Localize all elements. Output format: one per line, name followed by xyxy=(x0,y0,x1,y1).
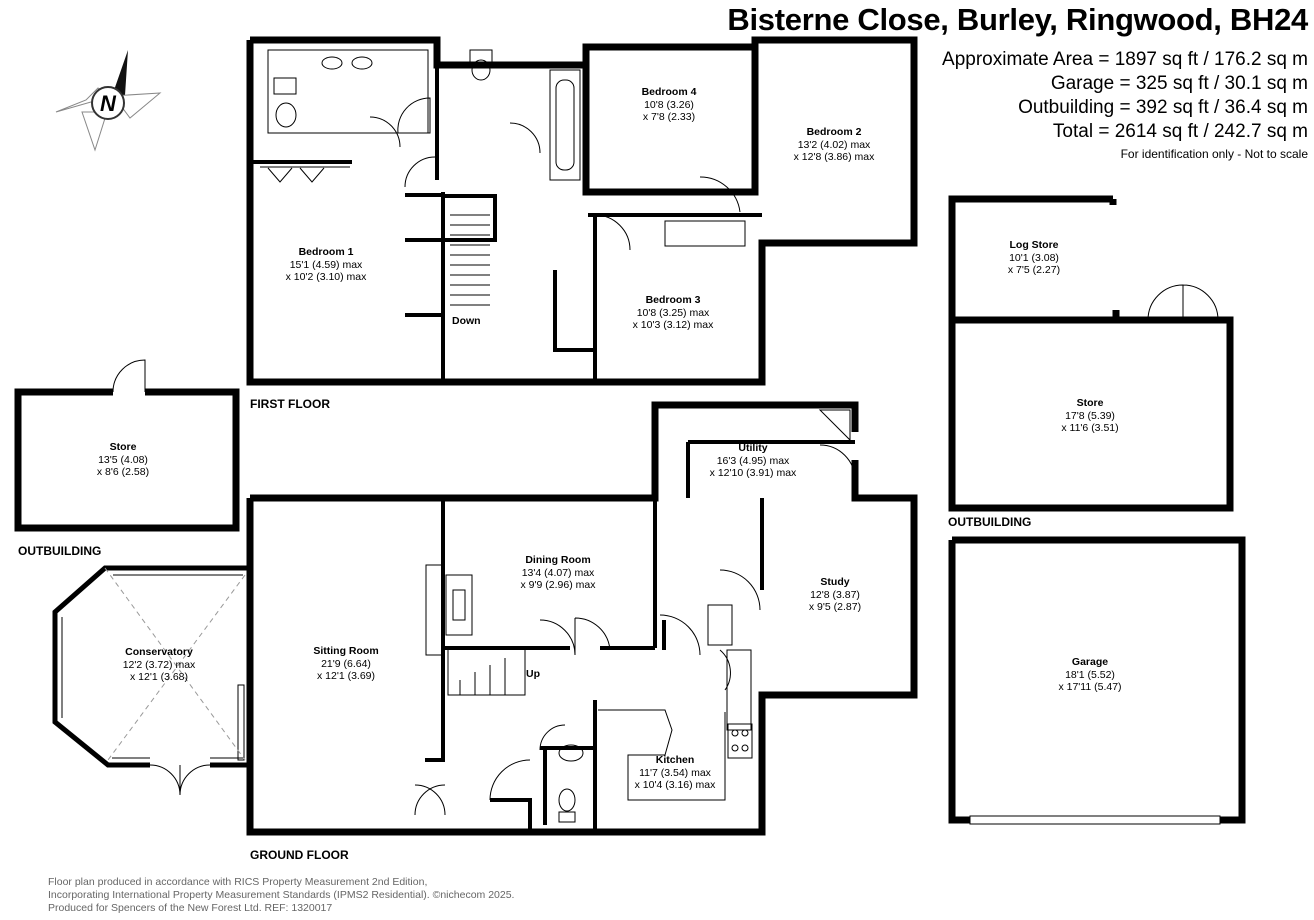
ground-floor-windows xyxy=(247,495,917,835)
footer-line-2: Incorporating International Property Mea… xyxy=(48,889,515,901)
scale-note: For identification only - Not to scale xyxy=(1120,147,1308,161)
utility-dim2: x 12'10 (3.91) max xyxy=(710,467,797,479)
store-left-name: Store xyxy=(110,441,137,453)
right-store-walls xyxy=(948,310,1234,512)
bedroom3-dim2: x 10'3 (3.12) max xyxy=(633,319,715,331)
store-right-dim1: 17'8 (5.39) xyxy=(1065,410,1115,422)
ground-floor-doors xyxy=(414,444,856,816)
bedroom1-dim2: x 10'2 (3.10) max xyxy=(286,271,368,283)
stairs-down-label: Down xyxy=(452,315,481,327)
logstore-dim2: x 7'5 (2.27) xyxy=(1008,264,1060,276)
stairs-up-label: Up xyxy=(526,668,540,680)
garage-dim1: 18'1 (5.52) xyxy=(1065,669,1115,681)
utility-name: Utility xyxy=(738,442,767,454)
bathroom-fittings xyxy=(260,49,746,320)
ground-floor-fittings xyxy=(425,409,851,823)
dining-dim2: x 9'9 (2.96) max xyxy=(521,579,597,591)
bedroom4-name: Bedroom 4 xyxy=(642,86,697,98)
store-right-name: Store xyxy=(1077,397,1104,409)
outbuilding-right-label: OUTBUILDING xyxy=(948,515,1031,529)
kitchen-dim2: x 10'4 (3.16) max xyxy=(635,779,717,791)
sitting-name: Sitting Room xyxy=(313,645,378,657)
kitchen-dim1: 11'7 (3.54) max xyxy=(639,767,712,779)
ground-floor-inner-walls xyxy=(425,440,855,832)
first-floor-label: FIRST FLOOR xyxy=(250,397,330,411)
garage-walls xyxy=(948,536,1246,824)
logstore-dim1: 10'1 (3.08) xyxy=(1009,252,1059,264)
study-dim2: x 9'5 (2.87) xyxy=(809,601,861,613)
bedroom4-dim1: 10'8 (3.26) xyxy=(644,99,694,111)
conservatory-name: Conservatory xyxy=(125,646,193,658)
garage-name: Garage xyxy=(1072,656,1108,668)
sitting-dim2: x 12'1 (3.69) xyxy=(317,670,375,682)
footer-line-1: Floor plan produced in accordance with R… xyxy=(48,876,428,888)
first-floor-walls xyxy=(246,36,918,386)
conservatory-dim1: 12'2 (3.72) max xyxy=(123,659,196,671)
bedroom3-name: Bedroom 3 xyxy=(646,294,701,306)
conservatory-dim2: x 12'1 (3.68) xyxy=(130,671,188,683)
utility-dim1: 16'3 (4.95) max xyxy=(717,455,790,467)
bedroom2-name: Bedroom 2 xyxy=(807,126,862,138)
kitchen-name: Kitchen xyxy=(656,754,695,766)
store-left-dim1: 13'5 (4.08) xyxy=(98,454,148,466)
log-store-walls xyxy=(948,195,1230,324)
footer-line-3: Produced for Spencers of the New Forest … xyxy=(48,902,333,914)
dining-name: Dining Room xyxy=(525,554,590,566)
logstore-name: Log Store xyxy=(1010,239,1059,251)
bedroom4-dim2: x 7'8 (2.33) xyxy=(643,111,695,123)
outbuilding-area: Outbuilding = 392 sq ft / 36.4 sq m xyxy=(1018,97,1308,118)
ground-floor-label: GROUND FLOOR xyxy=(250,848,349,862)
dining-dim1: 13'4 (4.07) max xyxy=(522,567,595,579)
left-store-walls xyxy=(14,388,240,532)
garage-dim2: x 17'11 (5.47) xyxy=(1058,681,1121,693)
compass-letter: N xyxy=(100,91,117,116)
page-title: Bisterne Close, Burley, Ringwood, BH24 xyxy=(727,2,1308,37)
sitting-dim1: 21'9 (6.64) xyxy=(321,658,371,670)
bedroom2-dim2: x 12'8 (3.86) max xyxy=(794,151,876,163)
study-dim1: 12'8 (3.87) xyxy=(810,589,860,601)
store-left-dim2: x 8'6 (2.58) xyxy=(97,466,149,478)
store-right-dim2: x 11'6 (3.51) xyxy=(1061,422,1118,434)
first-floor-windows xyxy=(247,37,880,385)
outbuilding-left-label: OUTBUILDING xyxy=(18,544,101,558)
conservatory xyxy=(52,565,250,768)
garage-area: Garage = 325 sq ft / 30.1 sq m xyxy=(1050,73,1308,94)
study-name: Study xyxy=(820,576,849,588)
compass-rose-icon: N xyxy=(55,50,162,152)
ground-floor-walls xyxy=(246,401,918,836)
bedroom1-dim1: 15'1 (4.59) max xyxy=(290,259,363,271)
bedroom3-dim1: 10'8 (3.25) max xyxy=(637,307,710,319)
total-area: Total = 2614 sq ft / 242.7 sq m xyxy=(1052,121,1308,142)
bedroom2-dim1: 13'2 (4.02) max xyxy=(798,139,871,151)
first-floor-doors xyxy=(369,116,741,251)
bedroom1-name: Bedroom 1 xyxy=(299,246,354,258)
approximate-area: Approximate Area = 1897 sq ft / 176.2 sq… xyxy=(942,49,1308,70)
